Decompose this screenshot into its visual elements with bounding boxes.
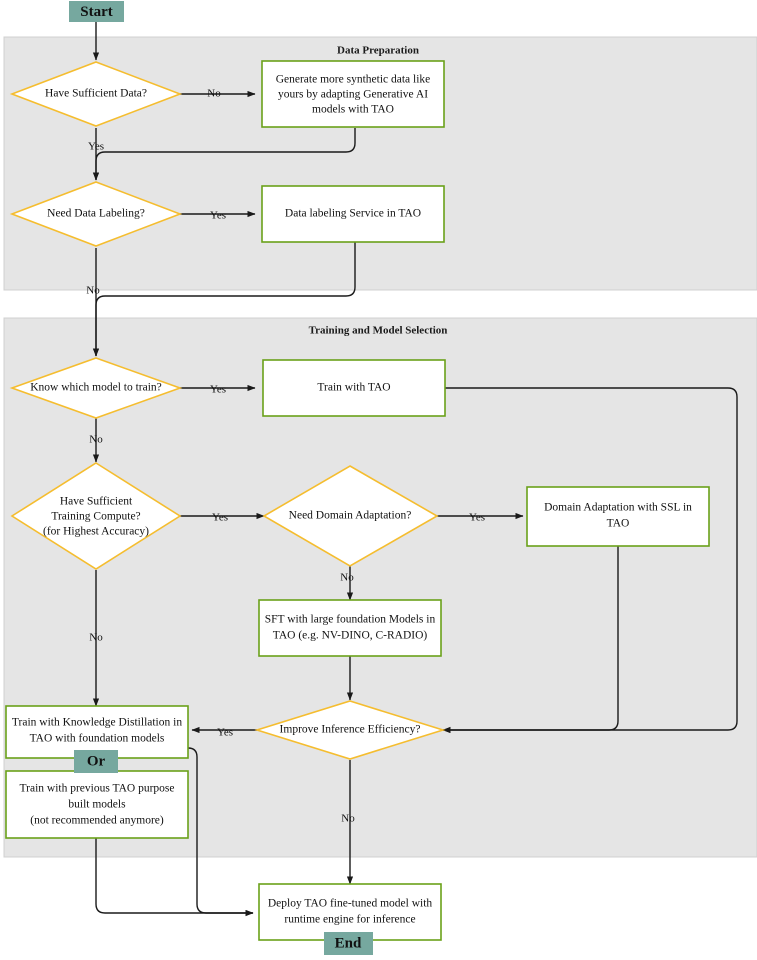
edge-label-compute-yes: Yes (212, 512, 228, 524)
node-have-sufficient-compute: Have Sufficient Training Compute? (for H… (10, 462, 182, 570)
edge-train-tao-to-improve-inference (442, 387, 738, 734)
node-need-domain-adaptation: Need Domain Adaptation? (262, 465, 439, 567)
node-sft-foundation-models-line-1: TAO (e.g. NV-DINO, C-RADIO) (273, 630, 428, 642)
node-have-sufficient-compute-line-1: Training Compute? (51, 511, 140, 523)
node-sft-foundation-models-line-0: SFT with large foundation Models in (265, 614, 436, 626)
edge-label-need-labeling-no: No (86, 285, 100, 297)
node-improve-inference-efficiency-shape (254, 700, 446, 760)
node-deploy-tao-model: Deploy TAO fine-tuned model with runtime… (258, 883, 442, 941)
node-generate-synthetic-line-1: yours by adapting Generative AI (278, 89, 428, 101)
node-domain-adaptation-ssl-line-1: TAO (607, 518, 630, 530)
edge-label-improve-inference-yes: Yes (217, 727, 233, 739)
node-have-sufficient-compute-shape (10, 462, 182, 570)
edge-label-domain-no: No (340, 572, 354, 584)
node-train-with-tao-shape (262, 359, 446, 417)
node-have-sufficient-compute-line-0: Have Sufficient (60, 496, 133, 508)
node-train-knowledge-distillation-shape (5, 705, 189, 759)
node-train-previous-purpose-built-line-0: Train with previous TAO purpose (20, 783, 175, 795)
node-generate-synthetic-line-0: Generate more synthetic data like (276, 74, 431, 86)
node-need-data-labeling: Need Data Labeling? (9, 181, 183, 247)
terminal-or: Or (74, 750, 118, 773)
node-train-with-tao: Train with TAO (262, 359, 446, 417)
node-train-knowledge-distillation: Train with Knowledge Distillation in TAO… (5, 705, 189, 759)
node-have-sufficient-data-line-0: Have Sufficient Data? (45, 88, 147, 100)
panel-training-title: Training and Model Selection (309, 325, 448, 337)
node-need-domain-adaptation-line-0: Need Domain Adaptation? (289, 510, 412, 522)
terminal-start-badge (69, 1, 124, 22)
terminal-start-label: Start (80, 4, 113, 20)
node-train-previous-purpose-built-line-1: built models (68, 799, 126, 811)
node-train-previous-purpose-built: Train with previous TAO purpose built mo… (5, 770, 189, 839)
node-have-sufficient-data-shape (9, 61, 183, 127)
node-train-with-tao-line-0: Train with TAO (317, 382, 390, 394)
terminal-end-label: End (335, 935, 362, 951)
node-know-which-model-shape (9, 357, 183, 419)
node-generate-synthetic-line-2: models with TAO (312, 104, 394, 116)
node-domain-adaptation-ssl: Domain Adaptation with SSL in TAO (526, 486, 710, 547)
edge-label-compute-no: No (89, 632, 103, 644)
edge-domain-ssl-to-improve-inference (442, 546, 619, 734)
node-know-which-model: Know which model to train? (9, 357, 183, 419)
node-data-labeling-service: Data labeling Service in TAO (261, 185, 445, 243)
panel-data-preparation-title: Data Preparation (337, 45, 419, 57)
node-need-data-labeling-shape (9, 181, 183, 247)
node-need-domain-adaptation-shape (262, 465, 439, 567)
node-generate-synthetic-shape (261, 60, 445, 128)
node-need-data-labeling-line-0: Need Data Labeling? (47, 208, 145, 220)
edge-label-have-data-yes: Yes (88, 141, 104, 153)
node-generate-synthetic: Generate more synthetic data like yours … (261, 60, 445, 128)
edge-previous-models-to-deploy (95, 838, 254, 917)
terminal-or-badge (74, 750, 118, 773)
node-train-previous-purpose-built-shape (5, 770, 189, 839)
edge-label-have-data-no: No (207, 88, 221, 100)
node-improve-inference-efficiency: Improve Inference Efficiency? (254, 700, 446, 760)
node-have-sufficient-compute-line-2: (for Highest Accuracy) (43, 526, 149, 538)
edge-label-improve-inference-no: No (341, 813, 355, 825)
node-improve-inference-efficiency-line-0: Improve Inference Efficiency? (280, 724, 421, 736)
node-train-previous-purpose-built-line-2: (not recommended anymore) (30, 815, 164, 827)
node-train-knowledge-distillation-line-1: TAO with foundation models (30, 733, 165, 745)
edge-label-need-labeling-yes: Yes (210, 210, 226, 222)
node-deploy-tao-model-shape (258, 883, 442, 941)
edge-label-know-model-no: No (89, 434, 103, 446)
node-domain-adaptation-ssl-shape (526, 486, 710, 547)
node-sft-foundation-models: SFT with large foundation Models in TAO … (258, 599, 442, 657)
node-have-sufficient-data: Have Sufficient Data? (9, 61, 183, 127)
edge-label-know-model-yes: Yes (210, 384, 226, 396)
node-deploy-tao-model-line-1: runtime engine for inference (284, 914, 415, 926)
terminal-or-label: Or (87, 753, 106, 769)
edge-layer (92, 18, 738, 917)
node-domain-adaptation-ssl-line-0: Domain Adaptation with SSL in (544, 502, 692, 514)
terminal-start: Start (69, 1, 124, 22)
node-sft-foundation-models-shape (258, 599, 442, 657)
node-data-labeling-service-line-0: Data labeling Service in TAO (285, 208, 421, 220)
node-train-knowledge-distillation-line-0: Train with Knowledge Distillation in (12, 717, 182, 729)
edge-label-layer: No Yes Yes No Yes No Yes No Yes No Yes N… (86, 88, 485, 825)
edge-label-domain-yes: Yes (469, 512, 485, 524)
node-deploy-tao-model-line-0: Deploy TAO fine-tuned model with (268, 898, 433, 910)
terminal-end-badge (324, 932, 373, 955)
node-know-which-model-line-0: Know which model to train? (30, 382, 162, 394)
terminal-end: End (324, 932, 373, 955)
node-data-labeling-service-shape (261, 185, 445, 243)
